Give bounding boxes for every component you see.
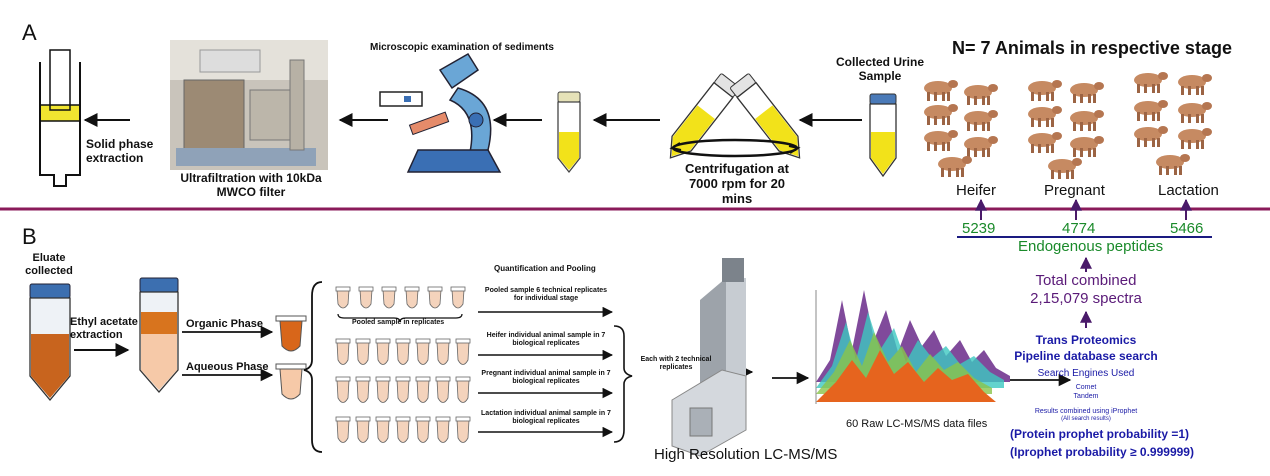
cow-herd-icons [924, 72, 1212, 179]
total-combined-label: Total combined [1035, 272, 1137, 289]
tpp-line2: Pipeline database search [1014, 349, 1158, 363]
raw-files-label: 60 Raw LC-MS/MS data files [846, 418, 988, 430]
each-with-label: Each with 2 technical replicates [640, 356, 712, 372]
extracted-tube-icon [139, 277, 179, 393]
organic-label: Organic Phase [186, 318, 264, 330]
spectra-count: 2,15,079 spectra [1030, 290, 1142, 307]
lactation-desc: Lactation individual animal sample in 7 … [481, 410, 611, 426]
urine-tube-icon [869, 93, 897, 178]
pooled-brace [337, 313, 463, 323]
comet-label: Comet [1075, 384, 1097, 391]
right-brace [613, 325, 633, 443]
stage-pregnant-label: Pregnant [1044, 182, 1105, 199]
stage-heifer-label: Heifer [956, 182, 997, 199]
heifer-replicate-tubes [335, 338, 471, 365]
microscope-icon [379, 52, 502, 173]
lactation-replicate-tubes [335, 416, 471, 443]
iprophet-label: (Iprophet probability ≥ 0.999999) [1010, 445, 1194, 459]
pregnant-desc: Pregnant individual animal sample in 7 b… [481, 370, 611, 386]
eluate-tube-icon [29, 283, 71, 402]
spe-cartridge-icon [39, 49, 81, 187]
instrument-label: High Resolution LC-MS/MS [654, 446, 838, 463]
centrifugation-label: Centrifugation at 7000 rpm for 20 mins [685, 161, 789, 206]
pregnant-replicate-tubes [335, 376, 471, 403]
organic-phase-tube-icon [275, 315, 307, 352]
panel-b-label: B [22, 224, 37, 249]
replicate-row-arrows [478, 306, 614, 438]
tandem-label: Tandem [1073, 393, 1099, 400]
quant-title: Quantification and Pooling [494, 264, 596, 273]
results-combined-label: Results combined using iProphet [1034, 408, 1138, 415]
left-brace [303, 281, 323, 453]
stage-arrows [975, 198, 1192, 220]
tpp-line1: Trans Proteomics [1035, 333, 1137, 347]
centrifuge-tubes-icon [669, 73, 801, 159]
pooled-caption: Pooled sample in replicates [352, 319, 445, 326]
aqueous-phase-tube-icon [275, 363, 307, 400]
ultrafiltration-photo [170, 40, 328, 170]
heifer-desc: Heifer individual animal sample in 7 bio… [486, 332, 606, 348]
lactation-count: 5466 [1170, 220, 1204, 237]
ethyl-label: Ethyl acetate extraction [70, 316, 138, 341]
lc-ms-instrument-icon [671, 258, 747, 457]
all-results-label: (All search results) [1061, 416, 1111, 422]
collected-urine-label: Collected Urine Sample [835, 55, 925, 83]
heifer-count: 5239 [962, 220, 996, 237]
raw-spectra-chart [815, 290, 1010, 404]
solid-phase-label: Solid phase extraction [86, 137, 154, 165]
pooled-desc: Pooled sample 6 technical replicates for… [484, 287, 608, 303]
endogenous-label: Endogenous peptides [1018, 238, 1164, 255]
sediment-tube-icon [557, 91, 581, 174]
engines-label: Search Engines Used [1037, 368, 1135, 379]
stage-lactation-label: Lactation [1158, 182, 1219, 199]
panel-a-label: A [22, 20, 37, 45]
microscopic-label: Microscopic examination of sediments [370, 42, 554, 53]
aqueous-label: Aqueous Phase [186, 361, 269, 373]
animals-title: N= 7 Animals in respective stage [952, 38, 1232, 58]
eluate-label: Eluate collected [25, 252, 73, 277]
ultrafiltration-label: Ultrafiltration with 10kDa MWCO filter [180, 171, 322, 199]
protein-prophet-label: (Protein prophet probability =1) [1010, 427, 1190, 441]
pregnant-count: 4774 [1062, 220, 1096, 237]
pooled-replicate-tubes [335, 286, 466, 309]
